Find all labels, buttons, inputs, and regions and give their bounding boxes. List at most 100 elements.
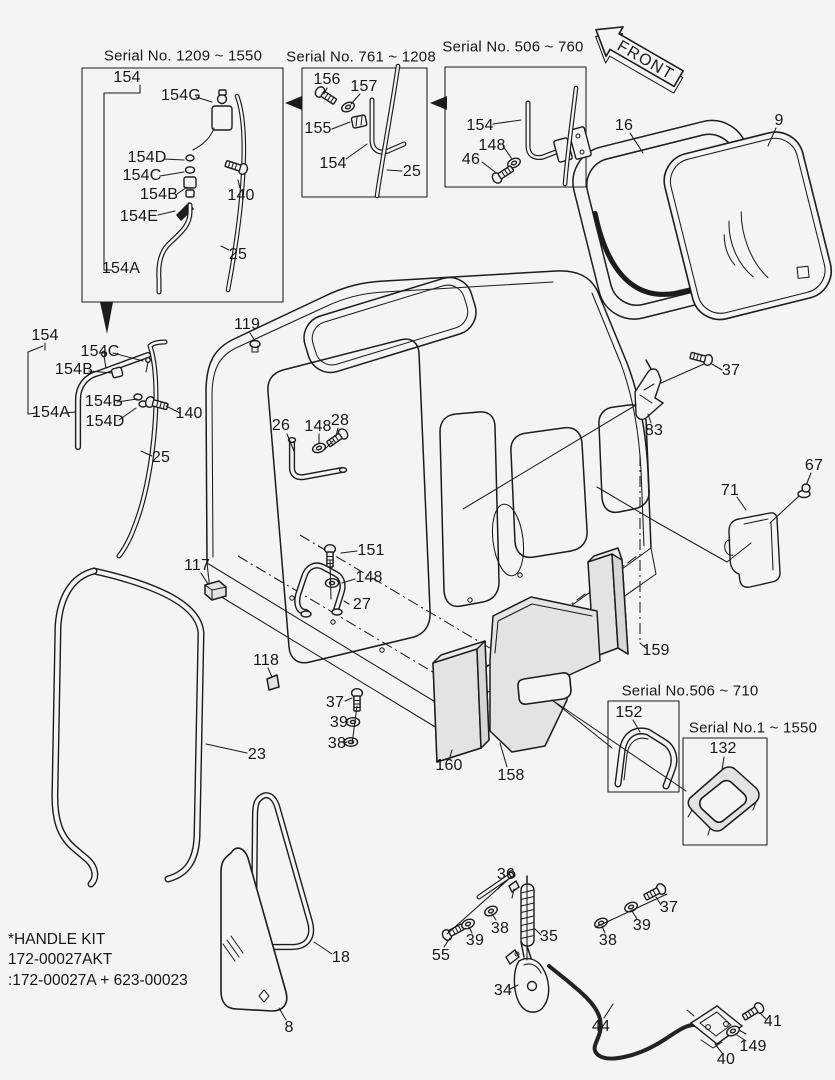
foam-pad-158	[489, 596, 601, 753]
bolt-37-and-latch-83	[634, 349, 715, 421]
part-callout: 154A	[101, 260, 141, 277]
sunroof-opening	[303, 276, 477, 374]
part-callout: 37	[325, 694, 345, 711]
part-callout: 156	[313, 71, 341, 88]
part-callout: 18	[331, 949, 351, 966]
part-callout: 119	[233, 316, 261, 333]
part-callout: 154C	[122, 167, 162, 184]
part-callout: 39	[465, 932, 485, 949]
handle-kit-note-line3: :172-00027A + 623-00023	[8, 971, 188, 989]
serial-range-title-1209-1550: Serial No. 1209 ~ 1550	[103, 47, 263, 65]
part-callout: 28	[330, 412, 350, 429]
part-callout: 83	[644, 422, 664, 439]
part-callout: 39	[329, 714, 349, 731]
part-callout: 38	[327, 735, 347, 752]
part-callout: 148	[478, 137, 506, 154]
part-callout: 154B	[84, 393, 124, 410]
part-callout: 132	[709, 740, 737, 757]
handle-kit-note: *HANDLE KIT 172-00027AKT :172-00027A + 6…	[8, 930, 188, 991]
part-callout: 44	[591, 1018, 611, 1035]
part-callout: 35	[539, 928, 559, 945]
part-callout: 155	[304, 120, 332, 137]
part-callout: 154C	[80, 343, 120, 360]
part-callout: 25	[151, 449, 171, 466]
part-callout: 152	[615, 704, 643, 721]
part-callout: 8	[284, 1019, 294, 1036]
part-callout: 34	[493, 982, 513, 999]
front-direction-arrow: FRONT	[595, 26, 684, 94]
part-callout: 25	[228, 246, 248, 263]
part-callout: 160	[435, 757, 463, 774]
part-callout: 46	[461, 151, 481, 168]
part-callout: 37	[721, 362, 741, 379]
part-callout: 39	[632, 917, 652, 934]
quarter-window-glass-8	[220, 847, 288, 1012]
serial-range-title-1-1550: Serial No.1 ~ 1550	[688, 719, 818, 737]
part-callout: 151	[357, 542, 385, 559]
tube-bracket-assembly-box3	[489, 85, 592, 187]
part-callout: 154	[466, 117, 494, 134]
handle-kit-note-line2: 172-00027AKT	[8, 951, 113, 969]
release-cable-44	[547, 964, 699, 1061]
part-callout: 154E	[119, 208, 159, 225]
part-callout: 37	[659, 899, 679, 916]
part-callout: 154A	[31, 404, 71, 421]
part-callout: 154B	[139, 186, 179, 203]
bolt-151-washer-148-handle-27	[294, 544, 346, 618]
leader-lines	[27, 84, 812, 1054]
part-callout: 154D	[127, 149, 167, 166]
part-callout: 154	[31, 327, 59, 344]
tube-bracket-assembly-box2	[312, 63, 407, 199]
part-callout: 149	[739, 1038, 767, 1055]
part-callout: 140	[227, 187, 255, 204]
rear-window-glass-9	[663, 131, 833, 321]
part-callout: 71	[720, 482, 740, 499]
part-callout: 154D	[85, 413, 125, 430]
washer-tank-assembly-box1	[156, 89, 250, 295]
part-callout: 154	[319, 155, 347, 172]
serial-range-title-506-760: Serial No. 506 ~ 760	[442, 38, 584, 56]
part-callout: 118	[252, 652, 280, 669]
handle-kit-note-line1: *HANDLE KIT	[8, 931, 106, 948]
part-callout: 148	[304, 418, 332, 435]
grab-handle-26	[287, 426, 351, 481]
part-callout: 154G	[161, 87, 201, 104]
part-callout: 140	[175, 405, 203, 422]
part-callout: 154	[113, 69, 141, 86]
part-callout: 40	[716, 1051, 736, 1068]
part-callout: 67	[804, 457, 824, 474]
latch-lever-34	[505, 941, 550, 1013]
part-callout: 38	[598, 932, 618, 949]
serial-range-title-761-1208: Serial No. 761 ~ 1208	[286, 48, 436, 66]
wedge-118	[266, 674, 280, 691]
part-callout: 148	[355, 569, 383, 586]
knob-67-and-cover-71	[724, 483, 811, 588]
pointer-arrow-icons	[100, 96, 447, 334]
part-callout: 36	[496, 866, 516, 883]
frame-132	[687, 766, 760, 836]
pad-117	[204, 580, 227, 601]
part-callout: 25	[402, 163, 422, 180]
part-callout: 16	[614, 117, 634, 134]
part-callout: 154B	[54, 361, 94, 378]
left-tube-handle-assembly	[74, 339, 170, 559]
part-callout: 159	[642, 642, 670, 659]
part-callout: 157	[350, 78, 378, 95]
part-callout: 55	[431, 947, 451, 964]
serial-range-title-506-710: Serial No.506 ~ 710	[621, 682, 759, 700]
part-callout: 41	[763, 1013, 783, 1030]
part-callout: 26	[271, 417, 291, 434]
inset-box-outlines	[81, 66, 768, 846]
handle-152	[614, 727, 678, 790]
part-callout: 27	[352, 596, 372, 613]
part-callout: 23	[247, 746, 267, 763]
part-callout: 158	[497, 767, 525, 784]
part-callout: 38	[490, 920, 510, 937]
door-seal-23	[51, 567, 205, 888]
grommet-119	[249, 339, 261, 353]
part-callout: 9	[774, 112, 784, 129]
foam-pad-160	[432, 640, 490, 763]
part-callout: 117	[183, 557, 211, 574]
